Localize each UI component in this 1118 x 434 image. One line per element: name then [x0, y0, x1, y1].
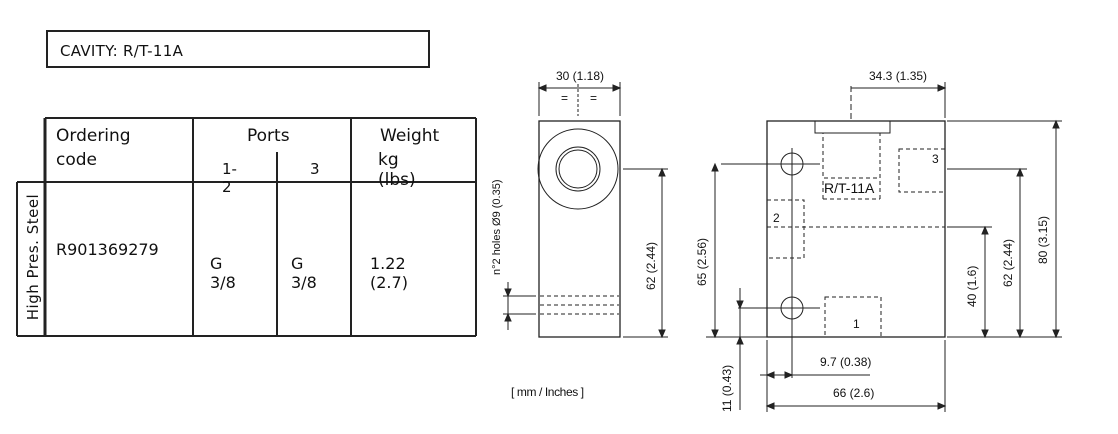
header-ordering-line2: code — [56, 150, 97, 170]
units-text: mm / Inches — [516, 385, 578, 399]
units-bracket-right: ] — [580, 385, 584, 399]
weight-value: 1.22 (2.7) — [370, 254, 408, 292]
port-3-thread: G 3/8 — [291, 254, 317, 292]
units-label: [ mm / Inches ] — [511, 385, 584, 399]
cavity-label: CAVITY: R/T-11A — [60, 42, 184, 60]
port-1-2-thread: G 3/8 — [210, 254, 236, 292]
side-holes-note: n°2 holes Ø9 (0.35) — [491, 179, 503, 275]
ordering-code: R901369279 — [56, 240, 159, 259]
header-weight-line2: kg (lbs) — [378, 150, 416, 190]
header-weight-line1: Weight — [380, 126, 440, 146]
dim-40: 40 (1.6) — [965, 266, 979, 307]
cavity-label-box: CAVITY: R/T-11A — [46, 30, 430, 68]
side-sym-right: = — [590, 91, 597, 105]
dim-9-7: 9.7 (0.38) — [820, 355, 871, 369]
dim-65: 65 (2.56) — [695, 238, 709, 286]
side-width-dim: 30 (1.18) — [556, 69, 604, 83]
dim-66: 66 (2.6) — [833, 386, 874, 400]
dim-11: 11 (0.43) — [720, 365, 734, 412]
header-port-3: 3 — [310, 160, 320, 178]
port-3-label: 3 — [932, 152, 939, 166]
front-cavity-label: R/T-11A — [824, 180, 875, 196]
port-2-label: 2 — [773, 211, 780, 225]
units-bracket-left: [ — [511, 385, 514, 399]
side-sym-left: = — [561, 91, 568, 105]
port-1-label: 1 — [853, 317, 860, 331]
header-ports: Ports — [247, 126, 290, 146]
front-top-dim: 34.3 (1.35) — [869, 69, 927, 83]
header-ordering-line1: Ordering — [56, 126, 131, 146]
side-height-dim: 62 (2.44) — [644, 242, 658, 290]
dim-80: 80 (3.15) — [1036, 216, 1050, 264]
dim-62: 62 (2.44) — [1001, 239, 1015, 287]
header-port-1-2: 1-2 — [222, 160, 237, 196]
